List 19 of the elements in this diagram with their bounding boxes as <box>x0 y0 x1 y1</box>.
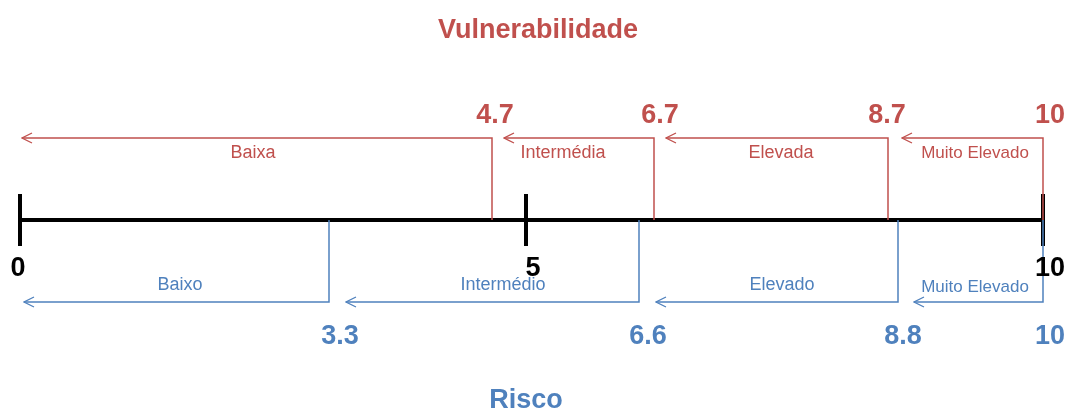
scale-title: Vulnerabilidade <box>437 15 639 45</box>
range-label: Baixa <box>230 143 276 163</box>
range-label: Muito Elevado <box>921 277 1029 297</box>
threshold-value: 10 <box>1035 100 1065 130</box>
threshold-value: 4.7 <box>476 100 514 130</box>
range-label: Intermédia <box>520 143 606 163</box>
threshold-value: 10 <box>1035 321 1065 351</box>
threshold-value: 6.6 <box>629 321 667 351</box>
range-label: Muito Elevado <box>921 143 1029 163</box>
range-label: Elevada <box>748 143 814 163</box>
scale-number: 0 <box>10 253 26 283</box>
range-label: Baixo <box>157 275 203 295</box>
scale-number: 10 <box>1035 253 1065 283</box>
scale-title: Risco <box>489 385 563 413</box>
range-label: Elevado <box>749 275 815 295</box>
threshold-value: 8.8 <box>884 321 922 351</box>
threshold-value: 6.7 <box>641 100 679 130</box>
threshold-value: 3.3 <box>321 321 359 351</box>
threshold-value: 8.7 <box>868 100 906 130</box>
